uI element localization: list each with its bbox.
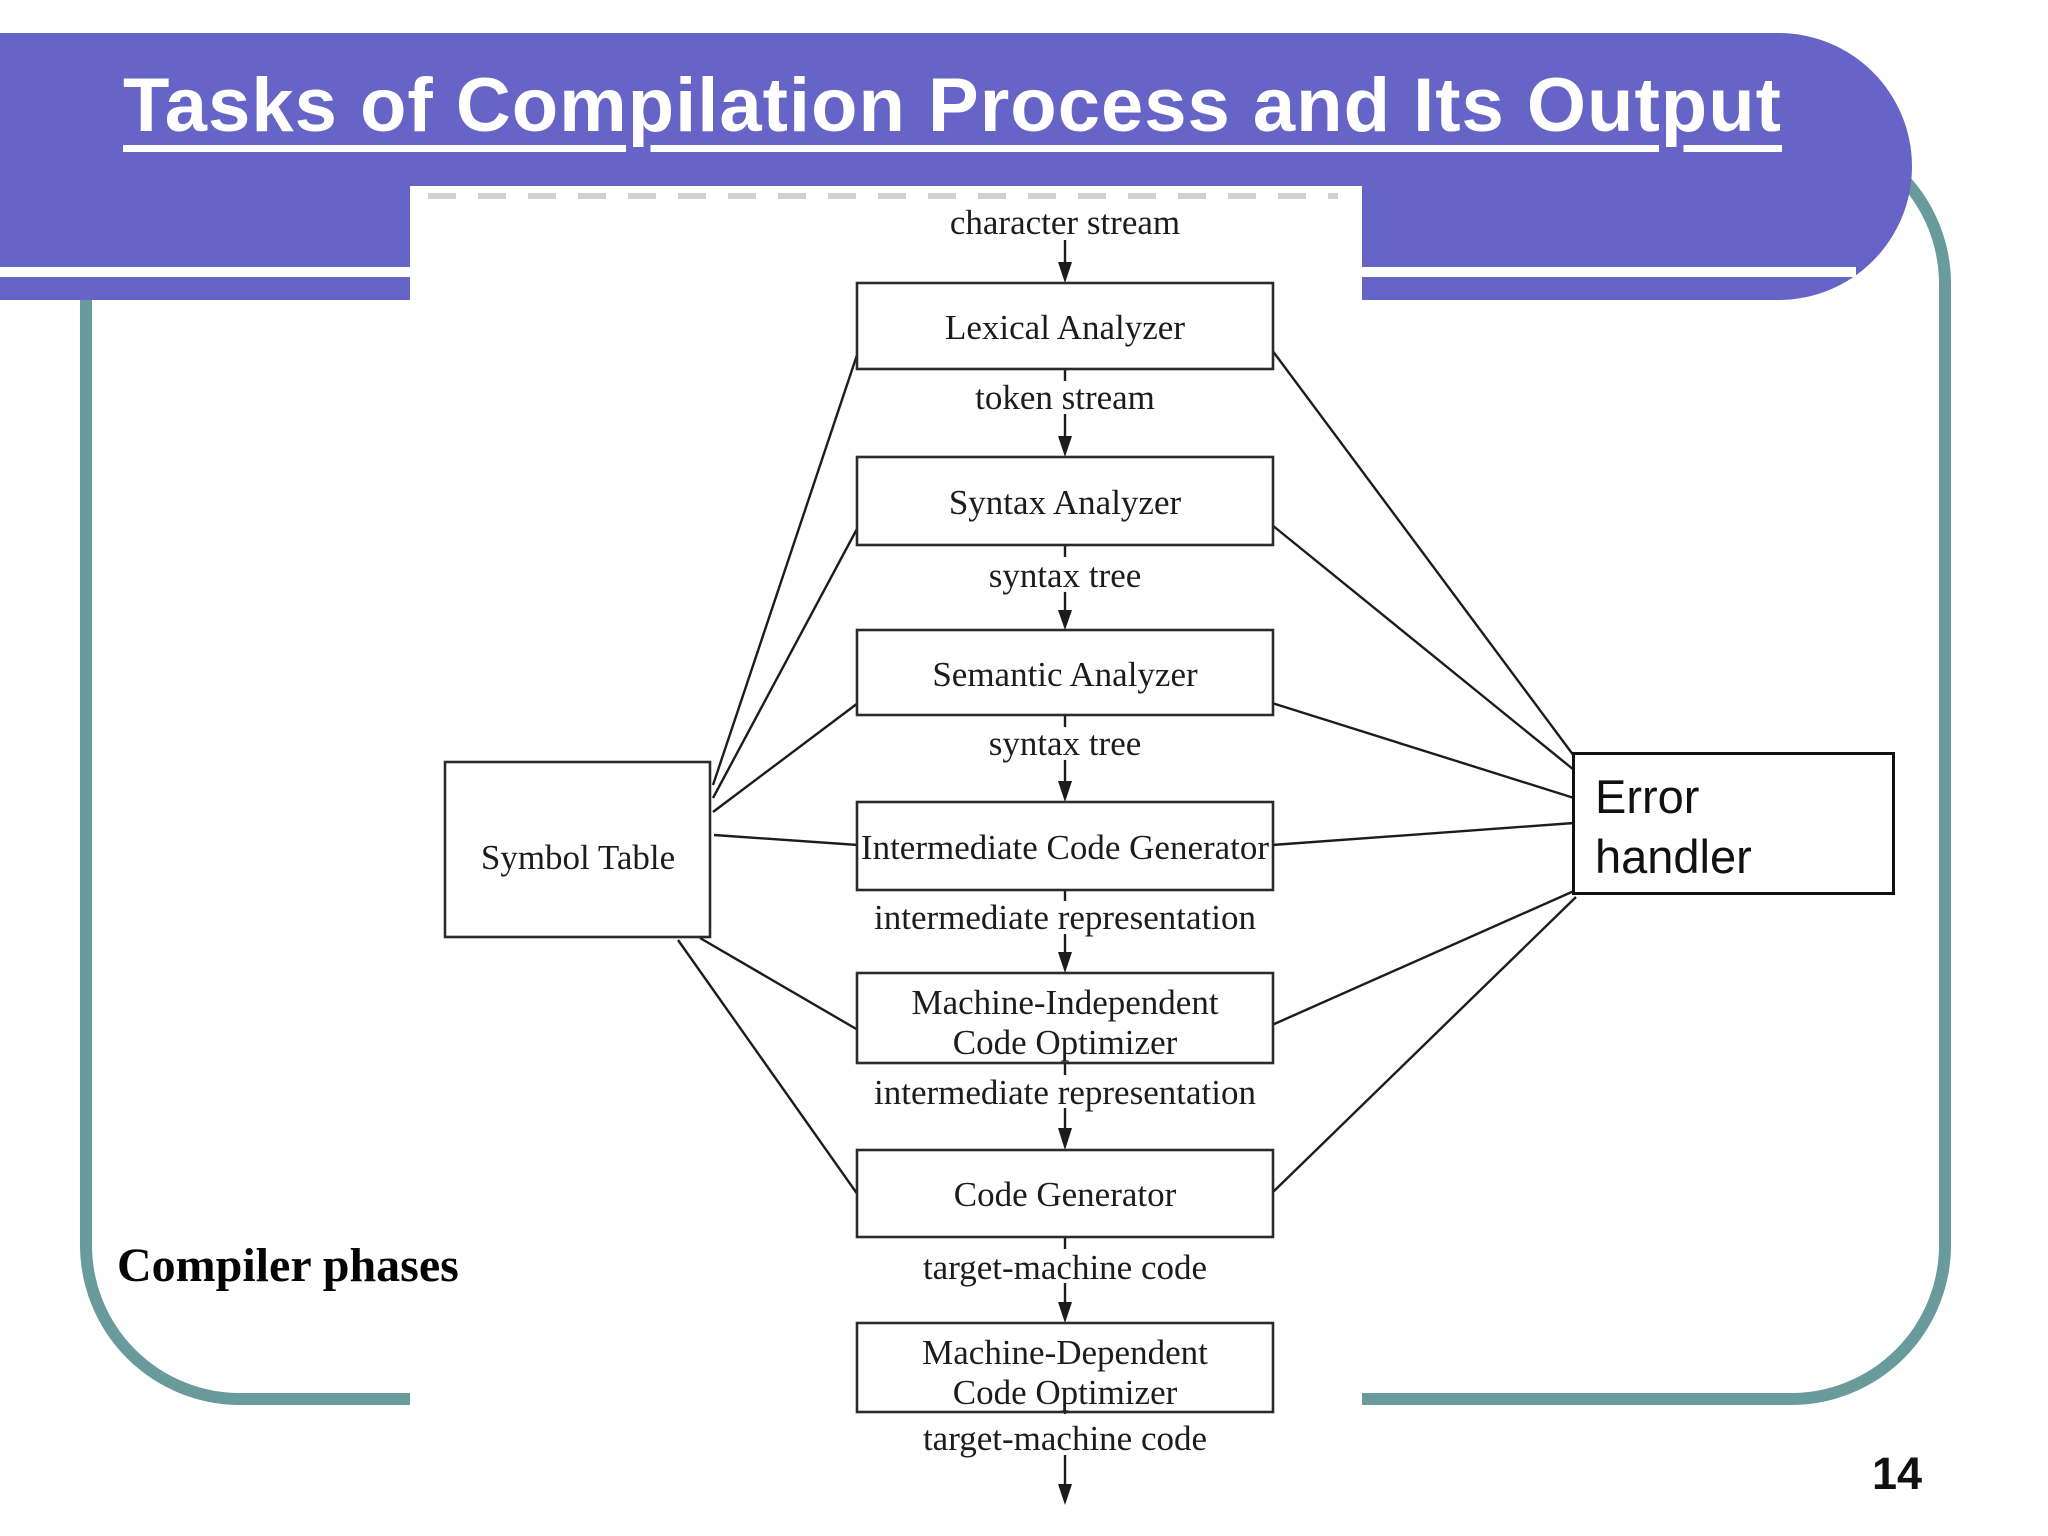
symbol-table-label: Symbol Table: [481, 838, 675, 877]
label-target-machine-code-1: target-machine code: [923, 1248, 1207, 1287]
label-intermediate-representation-2: intermediate representation: [874, 1073, 1256, 1112]
phase-semantic-analyzer: Semantic Analyzer: [932, 655, 1198, 694]
error-handler-connector-lines: [1271, 349, 1577, 1194]
label-intermediate-representation-1: intermediate representation: [874, 898, 1256, 937]
stream-labels: character stream token stream syntax tre…: [874, 203, 1256, 1458]
caption-compiler-phases: Compiler phases: [117, 1239, 459, 1292]
label-character-stream: character stream: [950, 203, 1180, 242]
error-handler-box: Error handler: [1572, 752, 1895, 895]
phase-boxes: [443, 281, 1275, 1414]
page-number: 14: [1872, 1448, 1923, 1499]
phase-lexical-analyzer: Lexical Analyzer: [945, 308, 1185, 347]
phase-intermediate-code-generator: Intermediate Code Generator: [861, 828, 1269, 867]
phase-machine-independent-line1: Machine-Independent: [911, 983, 1218, 1022]
phase-syntax-analyzer: Syntax Analyzer: [949, 483, 1182, 522]
symbol-table-box: [443, 760, 712, 939]
arrow-heads: [1058, 262, 1072, 1505]
error-handler-line1: Error: [1595, 770, 1700, 823]
error-handler-line2: handler: [1595, 830, 1752, 883]
phase-labels: Lexical Analyzer Syntax Analyzer Semanti…: [481, 308, 1270, 1412]
phase-machine-dependent-line1: Machine-Dependent: [922, 1333, 1208, 1372]
symbol-table-connector-lines: [677, 351, 860, 1196]
label-token-stream: token stream: [975, 378, 1155, 417]
page-title: Tasks of Compilation Process and Its Out…: [123, 63, 1782, 148]
label-syntax-tree-1: syntax tree: [989, 556, 1142, 595]
label-syntax-tree-2: syntax tree: [989, 724, 1142, 763]
phase-machine-independent-line2: Code Optimizer: [953, 1023, 1178, 1062]
label-target-machine-code-2: target-machine code: [923, 1419, 1207, 1458]
phase-code-generator: Code Generator: [954, 1175, 1177, 1214]
phase-machine-dependent-line2: Code Optimizer: [953, 1373, 1178, 1412]
